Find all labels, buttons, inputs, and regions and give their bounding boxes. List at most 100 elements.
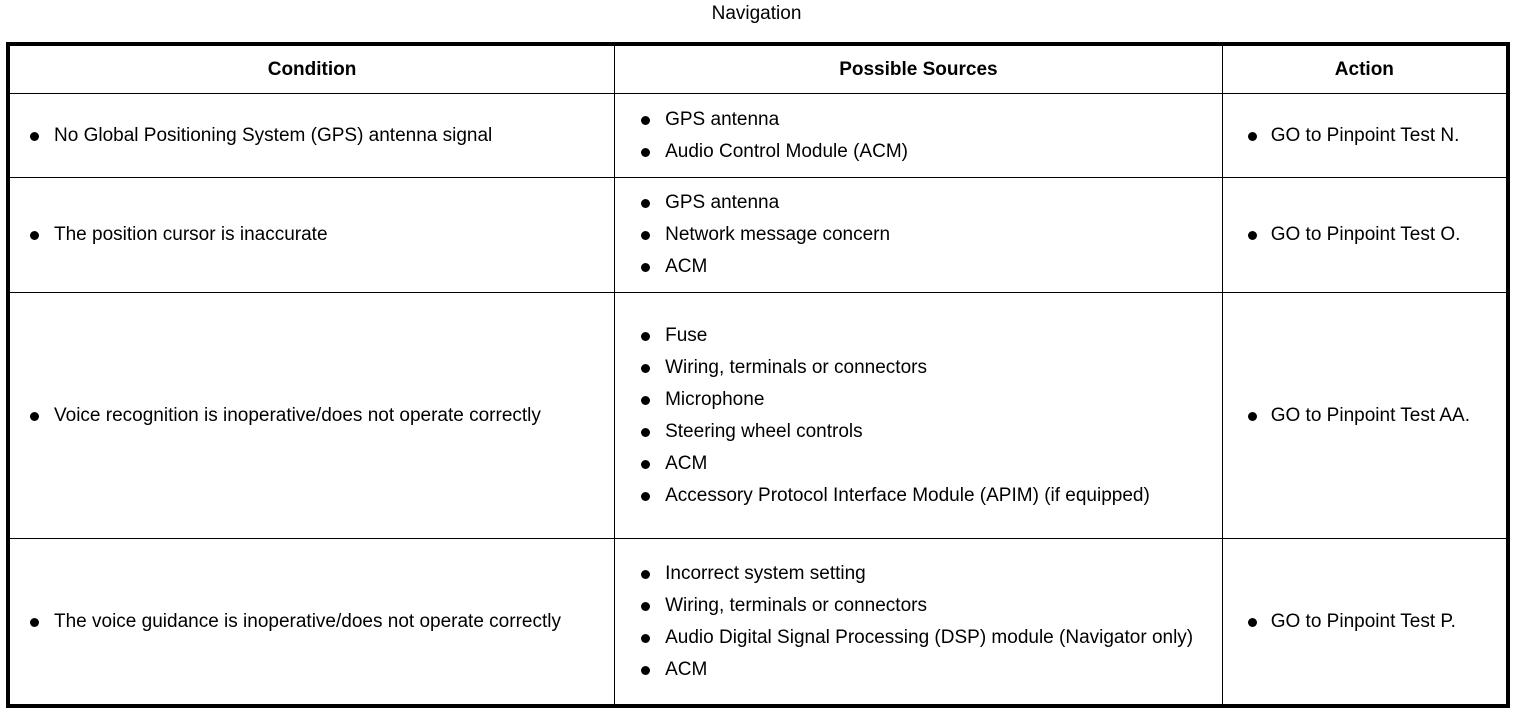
bullet-icon: [641, 363, 651, 373]
list-item: Accessory Protocol Interface Module (API…: [633, 480, 1212, 512]
bullet-icon: [641, 633, 651, 643]
list-item-label: ACM: [665, 658, 708, 680]
list-item-label: GO to Pinpoint Test AA.: [1270, 404, 1470, 426]
cell-condition: Voice recognition is inoperative/does no…: [7, 292, 616, 539]
table-row: Voice recognition is inoperative/does no…: [7, 292, 1509, 539]
bullet-icon: [1247, 131, 1257, 141]
list-item: Audio Digital Signal Processing (DSP) mo…: [633, 622, 1212, 654]
bullet-icon: [641, 231, 651, 240]
bullet-icon: [30, 231, 39, 240]
bullet-icon: [641, 395, 651, 405]
list-item: GPS antenna: [633, 187, 1212, 219]
action-list: GO to Pinpoint Test N.: [1241, 120, 1496, 152]
list-item: GO to Pinpoint Test N.: [1241, 120, 1496, 152]
list-item-label: The voice guidance is inoperative/does n…: [54, 610, 561, 632]
list-item: Microphone: [633, 384, 1212, 416]
bullet-icon: [641, 147, 651, 157]
condition-list: Voice recognition is inoperative/does no…: [20, 400, 604, 432]
list-item: GO to Pinpoint Test O.: [1241, 219, 1496, 251]
list-item: GPS antenna: [633, 104, 1212, 136]
list-item: Wiring, terminals or connectors: [633, 352, 1212, 384]
list-item: GO to Pinpoint Test P.: [1241, 606, 1496, 638]
bullet-icon: [641, 115, 651, 125]
cell-action: GO to Pinpoint Test P.: [1221, 538, 1509, 707]
list-item-label: Wiring, terminals or connectors: [665, 356, 927, 378]
action-list: GO to Pinpoint Test AA.: [1241, 400, 1496, 432]
list-item: Wiring, terminals or connectors: [633, 590, 1212, 622]
list-item: Fuse: [633, 320, 1212, 352]
bullet-icon: [641, 427, 651, 437]
list-item-label: Incorrect system setting: [665, 562, 866, 584]
list-item-label: GPS antenna: [665, 108, 780, 130]
sources-list: Fuse Wiring, terminals or connectors Mic…: [633, 320, 1212, 512]
bullet-icon: [641, 459, 651, 469]
list-item: ACM: [633, 251, 1212, 283]
column-header-action: Action: [1221, 43, 1509, 94]
list-item: The position cursor is inaccurate: [20, 219, 604, 251]
list-item-label: Wiring, terminals or connectors: [665, 594, 927, 616]
table-header: Condition Possible Sources Action: [7, 43, 1509, 94]
list-item: Steering wheel controls: [633, 416, 1212, 448]
bullet-icon: [641, 569, 651, 579]
list-item-label: No Global Positioning System (GPS) anten…: [54, 124, 493, 146]
bullet-icon: [30, 617, 39, 627]
list-item-label: GPS antenna: [665, 192, 780, 213]
list-item: Incorrect system setting: [633, 558, 1212, 590]
action-list: GO to Pinpoint Test P.: [1241, 606, 1496, 638]
cell-possible-sources: GPS antenna Audio Control Module (ACM): [614, 93, 1223, 178]
list-item: Audio Control Module (ACM): [633, 136, 1212, 168]
action-list: GO to Pinpoint Test O.: [1241, 219, 1496, 251]
list-item: ACM: [633, 654, 1212, 686]
list-item: No Global Positioning System (GPS) anten…: [20, 120, 604, 152]
table-row: No Global Positioning System (GPS) anten…: [7, 93, 1509, 178]
list-item-label: Accessory Protocol Interface Module (API…: [665, 484, 1150, 506]
list-item-label: GO to Pinpoint Test O.: [1270, 224, 1461, 245]
list-item-label: Fuse: [665, 324, 708, 346]
bullet-icon: [641, 665, 651, 675]
list-item-label: ACM: [665, 256, 708, 277]
list-item-label: Microphone: [665, 388, 765, 410]
list-item-label: Audio Control Module (ACM): [665, 140, 908, 162]
list-item: GO to Pinpoint Test AA.: [1241, 400, 1496, 432]
list-item-label: The position cursor is inaccurate: [54, 224, 328, 245]
bullet-icon: [641, 263, 651, 272]
bullet-icon: [30, 131, 39, 141]
list-item-label: Network message concern: [665, 224, 891, 245]
column-header-condition: Condition: [7, 43, 616, 94]
condition-list: The voice guidance is inoperative/does n…: [20, 606, 604, 638]
list-item: Voice recognition is inoperative/does no…: [20, 400, 604, 432]
cell-condition: No Global Positioning System (GPS) anten…: [7, 93, 616, 178]
list-item-label: Steering wheel controls: [665, 420, 863, 442]
list-item-label: ACM: [665, 452, 708, 474]
page-title: Navigation: [711, 3, 802, 24]
list-item: The voice guidance is inoperative/does n…: [20, 606, 604, 638]
cell-condition: The voice guidance is inoperative/does n…: [7, 538, 616, 707]
bullet-icon: [1247, 617, 1257, 627]
bullet-icon: [641, 199, 651, 208]
diagnostic-table: Condition Possible Sources Action No Glo…: [6, 42, 1510, 708]
table-body: No Global Positioning System (GPS) anten…: [7, 93, 1509, 707]
list-item-label: Voice recognition is inoperative/does no…: [54, 404, 541, 426]
column-header-possible-sources: Possible Sources: [614, 43, 1223, 94]
cell-action: GO to Pinpoint Test AA.: [1221, 292, 1509, 539]
bullet-icon: [641, 331, 651, 341]
cell-possible-sources: Incorrect system setting Wiring, termina…: [614, 538, 1223, 707]
sources-list: GPS antenna Audio Control Module (ACM): [633, 104, 1212, 168]
bullet-icon: [1247, 231, 1257, 240]
cell-action: GO to Pinpoint Test O.: [1221, 177, 1509, 293]
table-header-row: Condition Possible Sources Action: [7, 43, 1509, 94]
sources-list: GPS antenna Network message concern ACM: [633, 187, 1212, 283]
bullet-icon: [641, 491, 651, 501]
cell-condition: The position cursor is inaccurate: [7, 177, 616, 293]
list-item-label: GO to Pinpoint Test P.: [1270, 610, 1456, 632]
condition-list: No Global Positioning System (GPS) anten…: [20, 120, 604, 152]
cell-action: GO to Pinpoint Test N.: [1221, 93, 1509, 178]
sources-list: Incorrect system setting Wiring, termina…: [633, 558, 1212, 686]
list-item-label: GO to Pinpoint Test N.: [1270, 124, 1460, 146]
table-row: The position cursor is inaccurate GPS an…: [7, 177, 1509, 293]
condition-list: The position cursor is inaccurate: [20, 219, 604, 251]
list-item: Network message concern: [633, 219, 1212, 251]
bullet-icon: [30, 411, 39, 421]
bullet-icon: [1247, 411, 1257, 421]
